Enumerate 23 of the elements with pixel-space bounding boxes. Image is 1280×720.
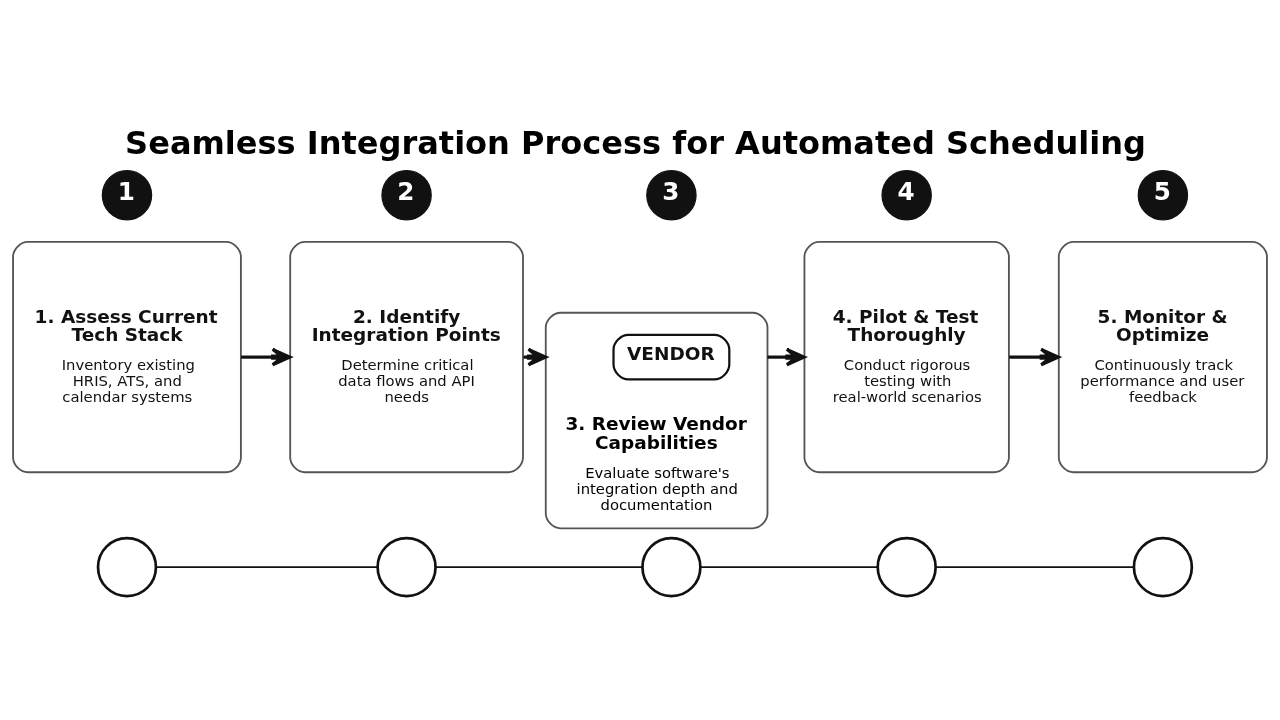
node-circle bbox=[641, 536, 702, 597]
node-circle: 5 bbox=[1137, 169, 1189, 220]
node-box: 4. Pilot & Test Thoroughly Conduct rigorous testing with real-world scenarios bbox=[803, 240, 1010, 473]
connector bbox=[434, 565, 644, 568]
node-box: VENDOR bbox=[612, 333, 731, 380]
connector bbox=[934, 565, 1135, 568]
node-box: 5. Monitor & Optimize Continuously track performance and user feedback bbox=[1057, 240, 1268, 473]
node-circle: 3 bbox=[646, 169, 697, 220]
node-circle: 2 bbox=[381, 169, 432, 220]
node-circle: 4 bbox=[881, 169, 932, 220]
node-box: 2. Identify Integration Points Determine critical data flows and API needs bbox=[289, 240, 524, 473]
node-box: 1. Assess Current Tech Stack Inventory existing HRIS, ATS, and calendar systems bbox=[12, 240, 242, 473]
node-circle: 1 bbox=[101, 169, 153, 220]
diagram-title: Seamless Integration Process for Automated Scheduling bbox=[125, 123, 1146, 162]
arrow bbox=[1009, 347, 1061, 366]
node-circle bbox=[376, 536, 437, 597]
connector bbox=[155, 565, 379, 568]
connector bbox=[699, 565, 879, 568]
arrow bbox=[241, 347, 292, 366]
node-circle bbox=[96, 536, 158, 597]
arrow bbox=[767, 347, 806, 366]
node-circle bbox=[876, 536, 937, 597]
node-circle bbox=[1132, 536, 1194, 597]
